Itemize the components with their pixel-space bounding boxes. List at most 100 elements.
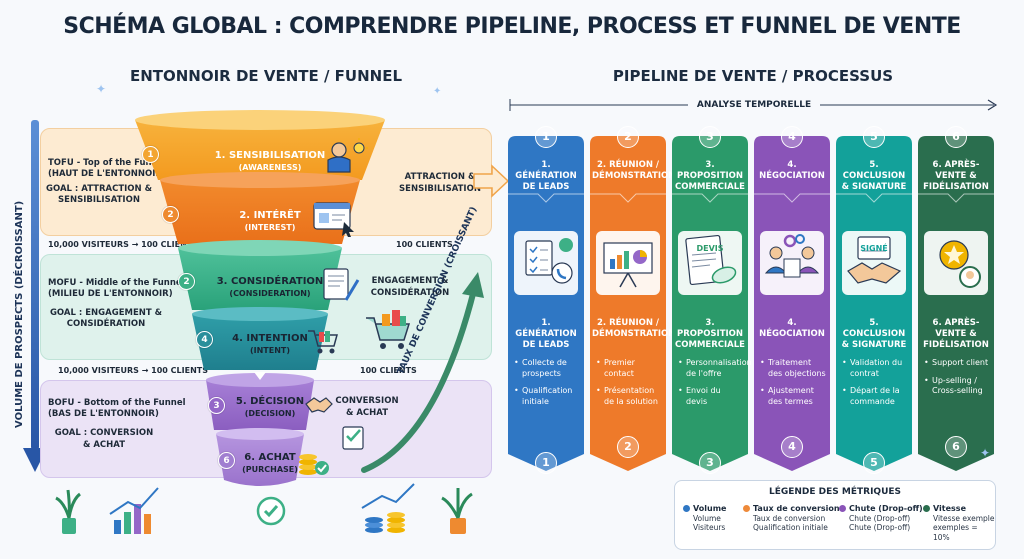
coins-plant-decoration-right	[361, 483, 473, 534]
mofu-goal1: GOAL : ENGAGEMENT &	[49, 308, 163, 318]
pipeline-step-5: 5 5. CONCLUSION & SIGNATURE 5. CONCLUSION …	[836, 126, 912, 474]
legend-conversion-dot	[743, 505, 750, 512]
step-title-repeat: 3. PROPOSITION COMMERCIALE	[675, 318, 745, 350]
step-illustration-icon	[514, 231, 578, 295]
step-bullet: Présentation de la solution	[596, 386, 662, 407]
step-bullet: Traitement des objections	[760, 358, 826, 379]
step-bullet: Ajustement des termes	[760, 386, 826, 407]
stage-1-number: 1	[142, 146, 159, 163]
stage-2-label: 2. INTÉRÊT(INTEREST)	[239, 210, 301, 232]
timeline-axis	[509, 99, 998, 111]
step-number-top: 3	[699, 126, 721, 148]
step-number-top: 4	[781, 126, 803, 148]
step-number-bottom: 6	[945, 436, 967, 458]
bofu-line1: BOFU - Bottom of the Funnel	[48, 398, 186, 408]
mofu-right2: CONSIDÉRATION	[370, 288, 450, 298]
step-title: 3. PROPOSITION COMMERCIALE	[675, 160, 745, 192]
legend-dropoff: Chute (Drop-off) Chute (Drop-off) Chute …	[839, 504, 923, 533]
bofu-right1: CONVERSION	[335, 396, 399, 406]
tofu-line2: (HAUT DE L'ENTONNOIR)	[48, 169, 166, 179]
pipeline-heading: PIPELINE DE VENTE / PROCESSUS	[612, 67, 894, 85]
mofu-line2: (MILIEU DE L'ENTONNOIR)	[48, 289, 173, 299]
step-number-top: 6	[945, 126, 967, 148]
person-bulb-icon	[327, 138, 368, 173]
stage-2-number: 2	[162, 206, 179, 223]
metric-left-1: 10,000 VISITEURS → 100 CLIENTS	[48, 240, 198, 249]
metric-right-2: 100 CLIENTS	[360, 366, 417, 375]
step-title-repeat: 5. CONCLUSION & SIGNATURE	[841, 318, 907, 350]
document-pen-icon	[323, 268, 360, 301]
step-bullet: Départ de la commande	[842, 386, 908, 407]
sparkle-icon: ✦	[433, 86, 442, 97]
legend-volume-dot	[683, 505, 690, 512]
browser-click-icon	[313, 202, 354, 237]
tofu-goal2: SENSIBILISATION	[58, 195, 140, 205]
handshake-icon	[305, 397, 333, 413]
step-illustration-label: DEVIS	[696, 244, 724, 253]
page-title: SCHÉMA GLOBAL : COMPRENDRE PIPELINE, PRO…	[63, 14, 961, 39]
step-number-bottom: 2	[617, 436, 639, 458]
step-illustration-icon	[842, 231, 906, 295]
pipeline-step-3: 3 3. PROPOSITION COMMERCIALE 3. PROPOSITIO…	[672, 126, 752, 474]
stage-1-label: 1. SENSIBILISATION(AWARENESS)	[214, 150, 326, 172]
metric-left-2: 10,000 VISITEURS → 100 CLIENTS	[58, 366, 208, 375]
step-illustration-icon	[760, 231, 824, 295]
tofu-right1: ATTRACTION &	[404, 172, 476, 182]
step-title: 2. RÉUNION / DÉMONSTRATION	[592, 160, 676, 181]
step-bullets: Collecte de prospectsQualification initi…	[514, 358, 580, 414]
step-title: 6. APRÈS-VENTE & FIDÉLISATION	[923, 160, 989, 192]
coins-check-icon	[299, 454, 329, 475]
mofu-goal2: CONSIDÉRATION	[66, 319, 146, 329]
metric-right-1: 100 CLIENTS	[396, 240, 453, 249]
step-bullets: Support clientUp-selling / Cross-selling	[924, 358, 990, 404]
legend-speed: Vitesse Vitesse exemple exemples = 10%	[923, 504, 995, 542]
step-bullet: Collecte de prospects	[514, 358, 580, 379]
cart-products-icon	[366, 310, 411, 349]
step-title: 4. NÉGOCIATION	[759, 160, 825, 181]
timeline-label: ANALYSE TEMPORELLE	[696, 100, 812, 110]
bofu-right2: & ACHAT	[345, 408, 389, 418]
step-number-bottom: 1	[535, 452, 557, 474]
step-illustration-icon	[596, 231, 660, 295]
step-bullets: Premier contactPrésentation de la soluti…	[596, 358, 662, 414]
step-shape	[754, 136, 830, 471]
stage-4-number: 4	[196, 331, 213, 348]
step-title-repeat: 1. GÉNÉRATION DE LEADS	[515, 318, 577, 350]
mofu-line1: MOFU - Middle of the Funnel	[48, 278, 185, 288]
tofu-goal1: GOAL : ATTRACTION &	[45, 184, 153, 194]
stage-3-number: 2	[178, 273, 195, 290]
step-title: 1. GÉNÉRATION DE LEADS	[515, 160, 577, 192]
stage-4-label: 4. INTENTION(INTENT)	[232, 333, 308, 355]
sparkle-icon: ✦	[96, 82, 107, 96]
stage-6-label: 6. ACHAT(PURCHASE)	[242, 452, 298, 474]
funnel-heading: ENTONNOIR DE VENTE / FUNNEL	[129, 67, 403, 85]
legend-speed-dot	[923, 505, 930, 512]
step-bullet: Personnalisation de l'offre	[678, 358, 752, 379]
plant-chart-decoration-left	[55, 487, 159, 534]
step-bullets: Traitement des objectionsAjustement des …	[760, 358, 826, 414]
step-shape	[590, 136, 666, 471]
step-bullet: Up-selling / Cross-selling	[924, 376, 990, 397]
funnel-graphic	[135, 110, 385, 486]
legend-conversion: Taux de conversion Taux de conversion Qu…	[743, 504, 840, 533]
volume-label: VOLUME DE PROSPECTS (DÉCROISSANT)	[14, 200, 25, 428]
check-circle-icon	[256, 496, 286, 526]
shopping-cart-icon	[308, 330, 338, 354]
step-title: 5. CONCLUSION & SIGNATURE	[841, 160, 907, 192]
sparkle-icon: ✦	[980, 446, 991, 460]
step-bullet: Qualification initiale	[514, 386, 580, 407]
step-illustration-icon	[924, 231, 988, 295]
tofu-right2: SENSIBILISATION	[399, 184, 481, 194]
bofu-goal1: GOAL : CONVERSION	[54, 428, 154, 438]
step-number-bottom: 4	[781, 436, 803, 458]
legend-title: LÉGENDE DES MÉTRIQUES	[768, 487, 902, 497]
step-bullet: Envoi du devis	[678, 386, 744, 407]
mofu-right1: ENGAGEMENT &	[371, 276, 449, 286]
stage-5-number: 3	[208, 397, 225, 414]
step-bullets: Personnalisation de l'offreEnvoi du devi…	[678, 358, 752, 414]
step-bullet: Premier contact	[596, 358, 662, 379]
bofu-line2: (BAS DE L'ENTONNOIR)	[48, 409, 159, 419]
step-number-bottom: 5	[863, 452, 885, 474]
legend-dropoff-dot	[839, 505, 846, 512]
step-illustration-icon	[678, 231, 742, 295]
